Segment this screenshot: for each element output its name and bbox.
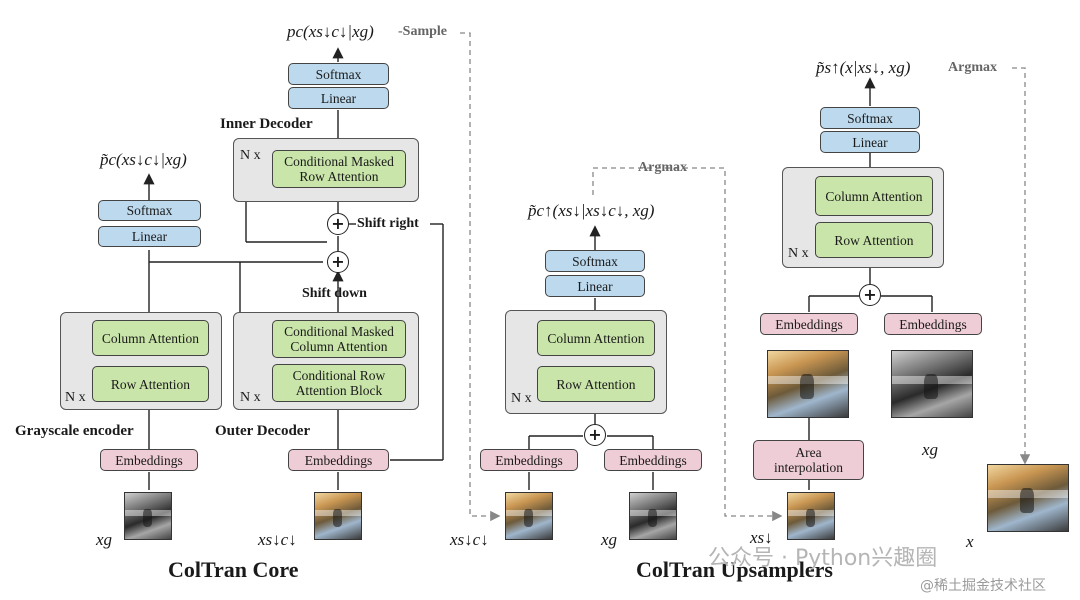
fullres-gray-math: xg — [922, 440, 939, 459]
spatial-up-plus: + — [859, 284, 881, 306]
color-input-math-up: xs↓c↓ — [450, 530, 489, 549]
encoder-linear: Linear — [98, 226, 201, 247]
upsampled-color-thumb — [767, 350, 849, 418]
inner-decoder-label: Inner Decoder — [220, 116, 313, 132]
spatial-up-softmax: Softmax — [820, 107, 920, 129]
argmax-label-color: Argmax — [638, 160, 687, 175]
color-upsampler-output-math: p̃c↑(xs↓|xs↓c↓, xg) — [528, 201, 655, 220]
grayscale-image-thumb — [124, 492, 172, 540]
spatial-up-row-attention: Row Attention — [815, 222, 933, 258]
color-up-n-layers: N x — [511, 391, 532, 406]
final-output-math: x — [966, 532, 974, 551]
color-image-thumb-up — [505, 492, 553, 540]
encoder-row-attention: Row Attention — [92, 366, 209, 402]
grayscale-input-math-up: xg — [601, 530, 618, 549]
encoder-output-math: p̃c(xs↓c↓|xg) — [100, 150, 187, 169]
color-up-row-attention: Row Attention — [537, 366, 655, 402]
spatial-up-linear: Linear — [820, 131, 920, 153]
shift-right-label: Shift right — [357, 216, 419, 231]
inner-linear: Linear — [288, 87, 389, 109]
argmax-label-spatial: Argmax — [948, 60, 997, 75]
grayscale-image-thumb-up — [629, 492, 677, 540]
decoder-embeddings: Embeddings — [288, 449, 389, 471]
inner-output-math: pc(xs↓c↓|xg) — [287, 22, 374, 41]
sample-label: -Sample — [398, 24, 447, 39]
color-up-plus: + — [584, 424, 606, 446]
color-up-linear: Linear — [545, 275, 645, 297]
color-image-thumb-core — [314, 492, 362, 540]
grayscale-encoder-label: Grayscale encoder — [15, 423, 134, 439]
shift-down-plus: + — [327, 251, 349, 273]
spatial-up-column-attention: Column Attention — [815, 176, 933, 216]
color-up-softmax: Softmax — [545, 250, 645, 272]
spatial-up-embeddings-right: Embeddings — [884, 313, 982, 335]
inner-decoder-n-layers: N x — [240, 148, 261, 163]
coltran-core-title: ColTran Core — [168, 557, 299, 582]
final-output-thumb — [987, 464, 1069, 532]
watermark-account: 公众号 · Python兴趣圈 — [708, 546, 938, 571]
inner-softmax: Softmax — [288, 63, 389, 85]
outer-decoder-label: Outer Decoder — [215, 423, 311, 439]
color-up-column-attention: Column Attention — [537, 320, 655, 356]
cond-masked-column-attention: Conditional Masked Column Attention — [272, 320, 406, 358]
watermark-site: @稀土掘金技术社区 — [920, 578, 1046, 594]
color-input-math-core: xs↓c↓ — [258, 530, 297, 549]
area-interpolation-box: Area interpolation — [753, 440, 864, 480]
shift-down-label: Shift down — [302, 286, 367, 301]
color-up-embeddings-right: Embeddings — [604, 449, 702, 471]
encoder-n-layers: N x — [65, 390, 86, 405]
encoder-column-attention: Column Attention — [92, 320, 209, 356]
lowres-color-math: xs↓ — [750, 528, 773, 547]
fullres-grayscale-thumb — [891, 350, 973, 418]
color-up-embeddings-left: Embeddings — [480, 449, 578, 471]
spatial-upsampler-output-math: p̃s↑(x|xs↓, xg) — [816, 58, 911, 77]
coltran-upsamplers-title: ColTran Upsamplers — [636, 557, 833, 582]
cond-masked-row-attention: Conditional Masked Row Attention — [272, 150, 406, 188]
cond-row-attention-block: Conditional Row Attention Block — [272, 364, 406, 402]
grayscale-input-math: xg — [96, 530, 113, 549]
encoder-softmax: Softmax — [98, 200, 201, 221]
spatial-up-n-layers: N x — [788, 246, 809, 261]
outer-decoder-n-layers: N x — [240, 390, 261, 405]
spatial-up-embeddings-left: Embeddings — [760, 313, 858, 335]
lowres-color-thumb — [787, 492, 835, 540]
encoder-embeddings: Embeddings — [100, 449, 198, 471]
shift-right-plus: + — [327, 213, 349, 235]
